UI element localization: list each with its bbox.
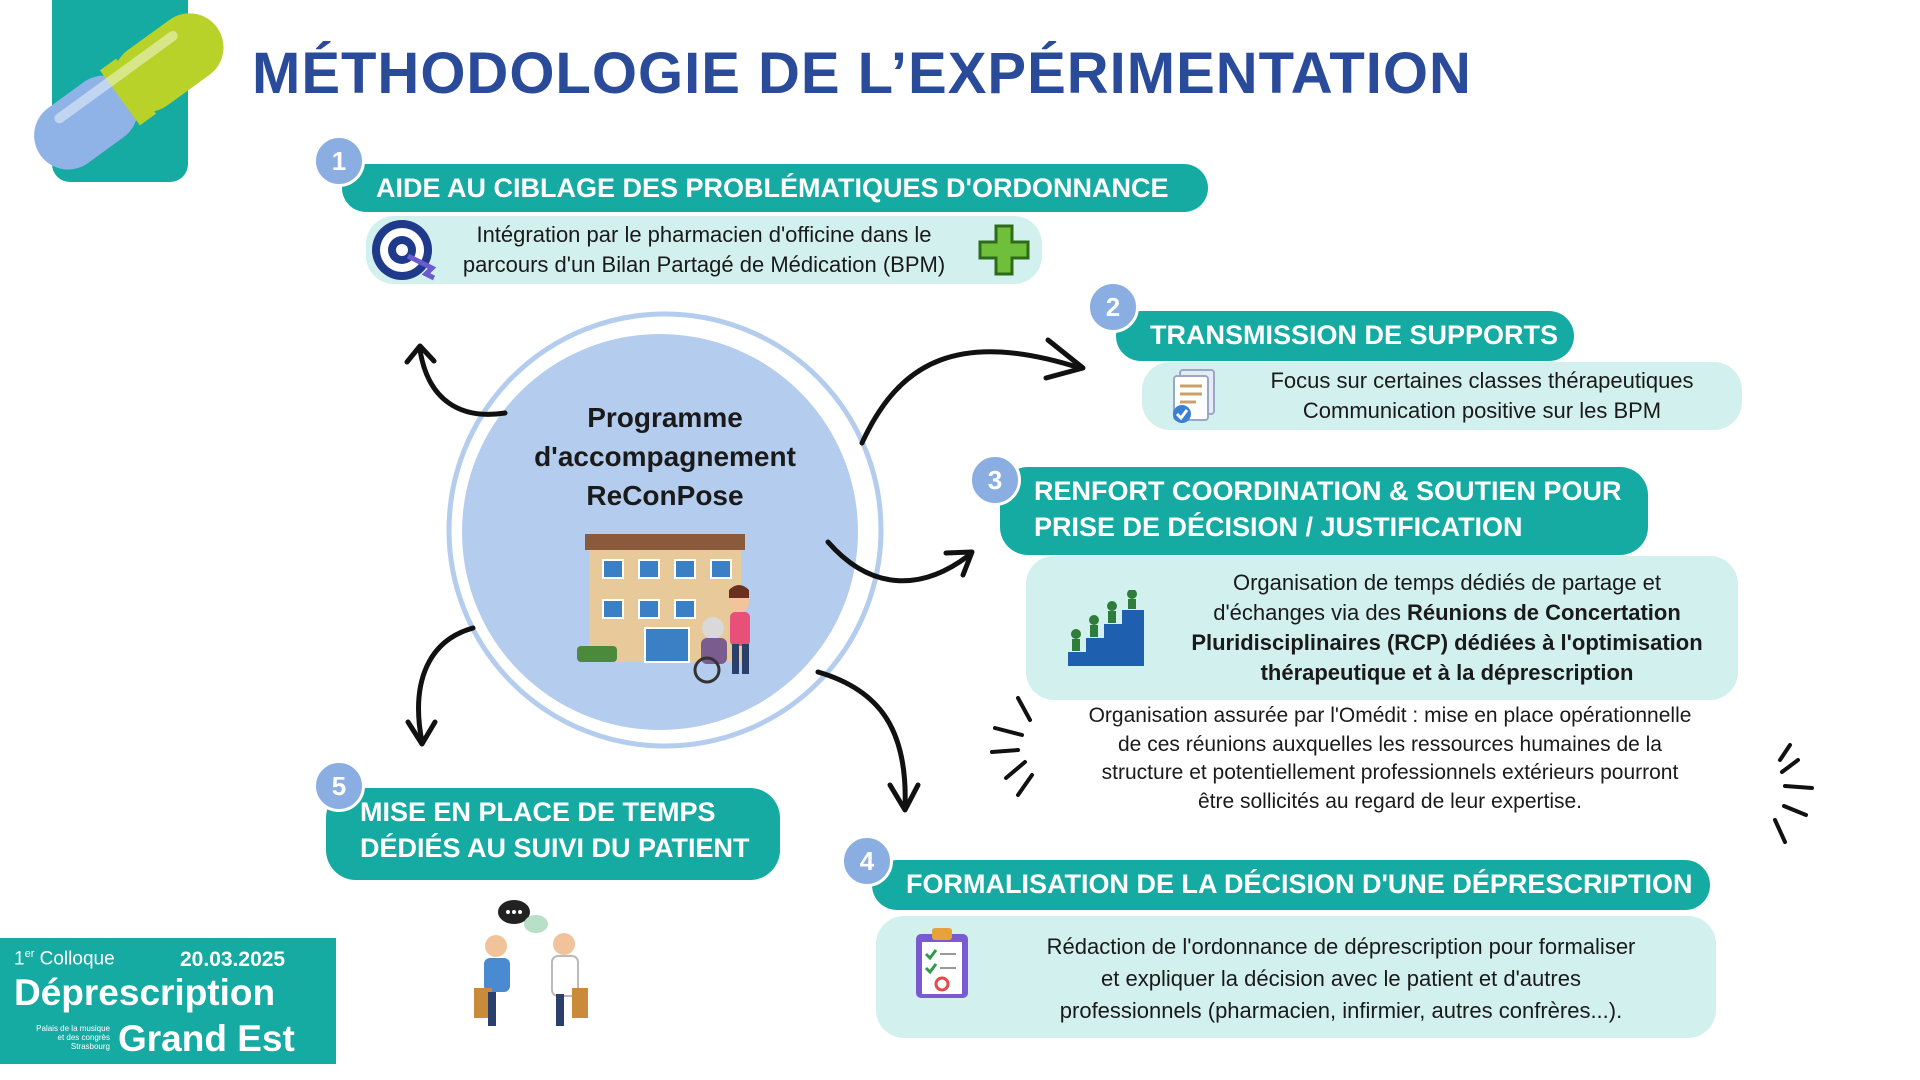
step1-box: Intégration par le pharmacien d'officine… <box>366 216 1042 284</box>
step1-text-line2: parcours d'un Bilan Partagé de Médicatio… <box>462 252 946 277</box>
page-title: MÉTHODOLOGIE DE L’EXPÉRIMENTATION <box>252 41 1472 106</box>
footer-line2: Grand Est <box>118 1018 295 1059</box>
step3-text-line4: thérapeutique et à la déprescription <box>1260 660 1634 685</box>
footer-line1: Déprescription <box>14 972 276 1013</box>
step3-note: Organisation assurée par l'Omédit : mise… <box>1040 702 1740 816</box>
step5-header-line1: MISE EN PLACE DE TEMPS <box>360 797 716 827</box>
step3-text-line2-a: d'échanges via des <box>1213 600 1407 625</box>
pill-capsule-icon <box>34 13 224 170</box>
step3-note-line1: Organisation assurée par l'Omédit : mise… <box>1088 704 1692 727</box>
step4-number-badge: 4 <box>841 835 893 887</box>
step3-header-line1: RENFORT COORDINATION & SOUTIEN POUR <box>1034 476 1622 506</box>
step1-header: AIDE AU CIBLAGE DES PROBLÉMATIQUES D'ORD… <box>342 164 1208 212</box>
prescription-clipboard-icon <box>916 928 968 998</box>
colloque-footer: 1er Colloque 20.03.2025 Déprescription P… <box>0 938 336 1064</box>
step5-header-line2: DÉDIÉS AU SUIVI DU PATIENT <box>360 833 750 863</box>
footer-colloque: Colloque <box>39 948 115 970</box>
step4-text-line1: Rédaction de l'ordonnance de déprescript… <box>1046 934 1636 959</box>
care-home-building-icon <box>577 534 750 684</box>
footer-edition-number: 1 <box>14 948 25 970</box>
step5-header: MISE EN PLACE DE TEMPS DÉDIÉS AU SUIVI D… <box>326 788 780 880</box>
documents-icon <box>1173 369 1215 423</box>
step3-box: Organisation de temps dédiés de partage … <box>1026 556 1738 700</box>
step2-text-line1: Focus sur certaines classes thérapeutiqu… <box>1270 368 1694 393</box>
step5-number-badge: 5 <box>313 760 365 812</box>
step3-text-line2: d'échanges via des Réunions de Concertat… <box>1156 598 1738 628</box>
target-icon <box>372 220 437 281</box>
step1-number-badge: 1 <box>313 135 365 187</box>
footer-venue: Palais de la musique et des congrès Stra… <box>14 1024 110 1051</box>
step3-note-line2: de ces réunions auxquelles les ressource… <box>1118 732 1662 756</box>
footer-venue-line1: Palais de la musique <box>36 1024 110 1033</box>
step3-text-line1: Organisation de temps dédiés de partage … <box>1232 570 1662 595</box>
footer-edition: 1er Colloque <box>14 948 115 970</box>
step3-text-line2-b: Réunions de Concertation <box>1406 600 1681 625</box>
step2-header: TRANSMISSION DE SUPPORTS <box>1116 311 1574 361</box>
pharmacy-cross-icon <box>978 224 1030 276</box>
step3-header-line2: PRISE DE DÉCISION / JUSTIFICATION <box>1034 512 1523 542</box>
step2-text-line2: Communication positive sur les BPM <box>1302 398 1662 423</box>
step3-note-line3: structure et potentiellement professionn… <box>1101 761 1679 784</box>
footer-edition-sup: er <box>24 948 35 960</box>
step1-text-line1: Intégration par le pharmacien d'officine… <box>476 222 932 247</box>
footer-venue-line3: Strasbourg <box>70 1042 110 1051</box>
center-program-label: Programme d'accompagnement ReConPose <box>500 398 830 515</box>
step3-header: RENFORT COORDINATION & SOUTIEN POUR PRIS… <box>1000 467 1648 555</box>
step2-box: Focus sur certaines classes thérapeutiqu… <box>1142 362 1742 430</box>
step3-text-line3: Pluridisciplinaires (RCP) dédiées à l'op… <box>1191 630 1703 655</box>
step3-number-badge: 3 <box>969 454 1021 506</box>
doctor-patient-consultation-icon <box>474 900 588 1026</box>
step4-text-line3: professionnels (pharmacien, infirmier, a… <box>1059 998 1623 1023</box>
step4-box: Rédaction de l'ordonnance de déprescript… <box>876 916 1716 1038</box>
center-line-3: ReConPose <box>586 480 744 511</box>
footer-venue-line2: et des congrès <box>57 1033 110 1042</box>
footer-date: 20.03.2025 <box>180 948 286 971</box>
center-line-1: Programme <box>587 402 743 433</box>
step4-text-line2: et expliquer la décision avec le patient… <box>1101 966 1581 991</box>
step4-header: FORMALISATION DE LA DÉCISION D'UNE DÉPRE… <box>872 860 1710 910</box>
center-line-2: d'accompagnement <box>534 441 796 472</box>
team-stairs-icon <box>1068 590 1144 666</box>
step3-note-line4: être sollicités au regard de leur expert… <box>1197 789 1583 813</box>
step2-number-badge: 2 <box>1087 281 1139 333</box>
